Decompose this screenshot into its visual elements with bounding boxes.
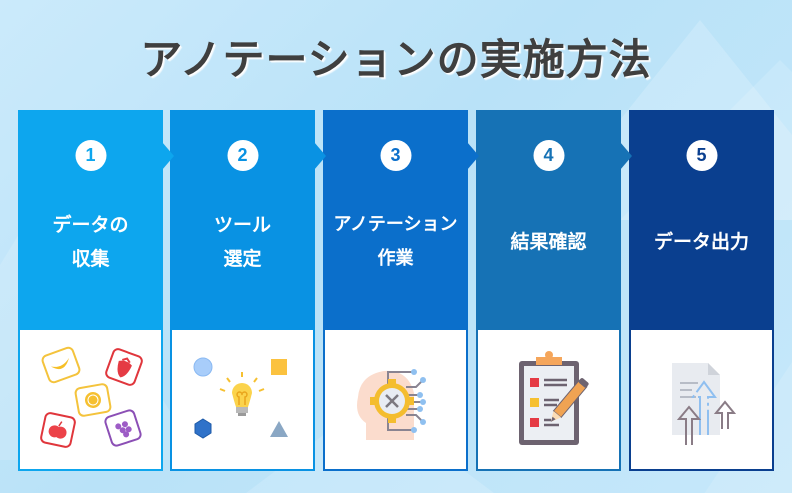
step-number-badge: 2 [227,140,258,171]
document-upload-arrows-icon [671,362,736,445]
head-gear-network-icon [356,368,426,440]
arrow-right-icon [467,142,479,170]
step-3: 3 アノテーション 作業 [323,110,479,471]
step-label: 結果確認 [510,231,587,253]
step-label: データの 収集 [52,214,129,270]
step-number-badge: 3 [380,140,411,171]
arrow-right-icon [314,142,326,170]
step-number-badge: 4 [533,140,564,171]
lightbulb-shapes-icon [193,357,288,439]
arrow-right-icon [162,142,174,170]
step-illustration [18,330,163,471]
step-header: 1 データの 収集 [18,110,174,330]
step-5: 5 データ出力 [629,110,774,471]
page-title: アノテーションの実施方法 [140,35,652,84]
step-label: データ出力 [653,231,749,253]
step-header: 3 アノテーション 作業 [323,110,479,330]
step-number-badge: 5 [686,140,717,171]
step-label: ツール 選定 [213,214,271,270]
step-illustration [476,330,621,471]
clipboard-checklist-pencil-icon [518,350,589,445]
arrow-right-icon [620,142,632,170]
step-header: 5 データ出力 [629,110,774,330]
step-4: 4 結果確認 [476,110,632,471]
step-illustration [170,330,315,471]
step-number-badge: 1 [75,140,106,171]
step-illustration [629,330,774,471]
step-header: 4 結果確認 [476,110,632,330]
step-1: 1 データの 収集 [18,110,174,471]
step-header: 2 ツール 選定 [170,110,326,330]
step-illustration [323,330,468,471]
process-steps: 1 データの 収集 [18,110,774,471]
fruit-data-icon [39,346,143,448]
step-label: アノテーション 作業 [333,214,458,269]
step-2: 2 ツール 選定 [170,110,326,471]
